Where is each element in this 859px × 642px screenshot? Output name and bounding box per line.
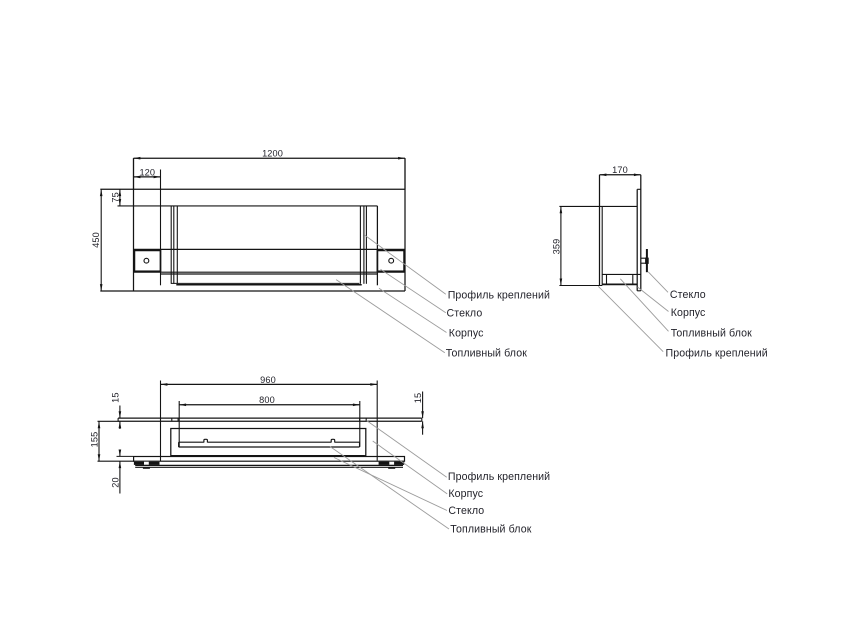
svg-text:155: 155 [89,432,99,448]
svg-text:20: 20 [110,477,120,487]
svg-text:Профиль креплений: Профиль креплений [666,347,768,359]
svg-text:Профиль креплений: Профиль креплений [448,471,550,483]
svg-text:75: 75 [110,192,120,202]
svg-text:Топливный блок: Топливный блок [450,523,531,535]
svg-text:Корпус: Корпус [671,307,706,319]
svg-text:120: 120 [139,167,155,177]
svg-text:800: 800 [259,395,275,405]
svg-text:15: 15 [110,392,120,402]
svg-text:Стекло: Стекло [670,289,706,301]
svg-text:359: 359 [551,239,561,255]
svg-text:170: 170 [612,165,628,175]
svg-text:450: 450 [91,232,101,248]
svg-text:Стекло: Стекло [447,308,483,320]
svg-text:1200: 1200 [262,149,283,159]
svg-text:15: 15 [413,393,423,403]
svg-text:Топливный блок: Топливный блок [446,348,527,360]
svg-text:Топливный блок: Топливный блок [671,327,752,339]
svg-text:Стекло: Стекло [448,505,484,517]
svg-text:Корпус: Корпус [448,488,483,500]
svg-text:960: 960 [260,375,276,385]
svg-text:Корпус: Корпус [449,327,484,339]
svg-text:Профиль креплений: Профиль креплений [448,290,550,302]
